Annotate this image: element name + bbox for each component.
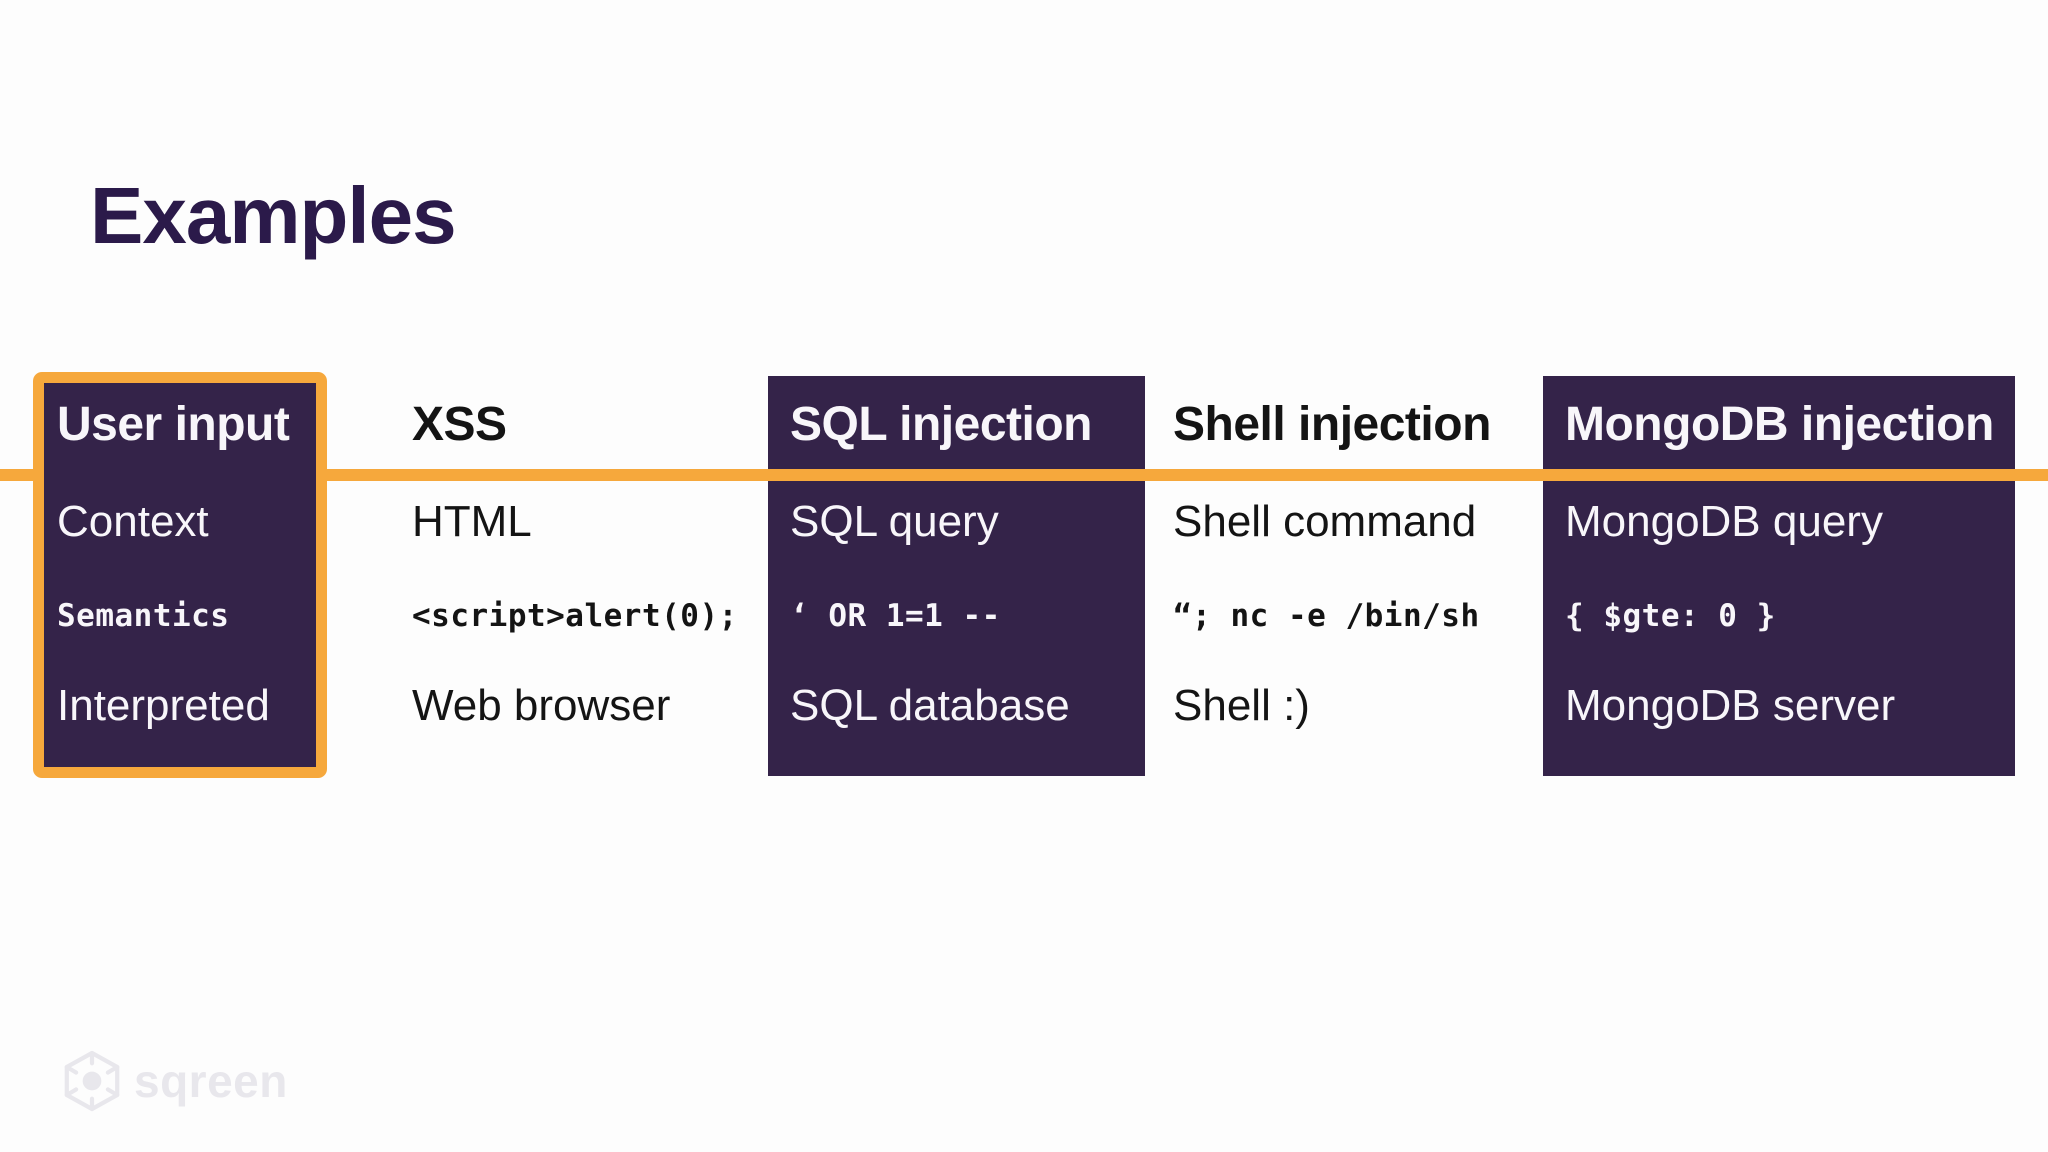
row-semantics-label: Semantics [57, 598, 230, 634]
row-code-example: <script>alert(0); [412, 598, 738, 634]
column-header: XSS [412, 398, 507, 451]
sqreen-logo: sqreen [64, 1050, 288, 1112]
sqreen-cube-icon [64, 1050, 120, 1112]
column-header: MongoDB injection [1565, 398, 1994, 451]
row-context-label: Context [57, 497, 209, 546]
row-interpreter: Shell :) [1173, 681, 1310, 730]
page-title: Examples [90, 170, 457, 260]
column-header: Shell injection [1173, 398, 1491, 451]
mongodb-injection-panel [1543, 376, 2015, 776]
sql-injection-panel [768, 376, 1145, 776]
user-input-highlight-box [33, 372, 327, 778]
row-context: MongoDB query [1565, 497, 1883, 546]
row-context: HTML [412, 497, 532, 546]
row-context: SQL query [790, 497, 999, 546]
row-interpreter: MongoDB server [1565, 681, 1896, 730]
row-interpreter: Web browser [412, 681, 671, 730]
divider-line [0, 469, 2048, 481]
column-header: User input [57, 398, 290, 451]
row-code-example: “; nc -e /bin/sh [1173, 598, 1480, 634]
row-interpreted-label: Interpreted [57, 681, 270, 730]
row-code-example: { $gte: 0 } [1565, 598, 1776, 634]
row-code-example: ‘ OR 1=1 -- [790, 598, 1001, 634]
column-header: SQL injection [790, 398, 1092, 451]
row-interpreter: SQL database [790, 681, 1070, 730]
sqreen-wordmark: sqreen [134, 1055, 288, 1107]
row-context: Shell command [1173, 497, 1477, 546]
